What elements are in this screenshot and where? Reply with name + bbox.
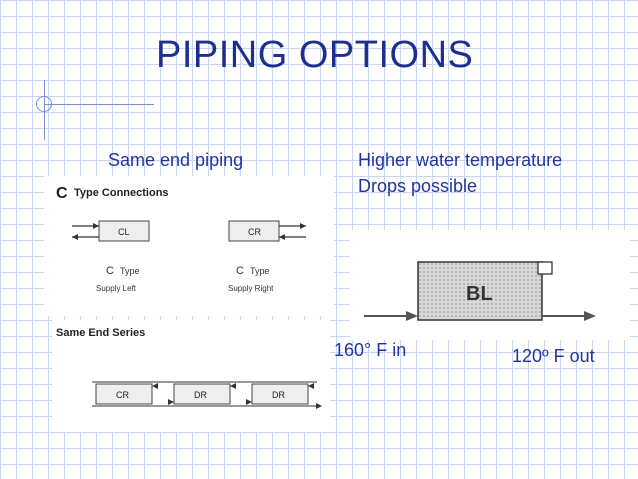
bullet-ring-icon (36, 96, 52, 112)
left-caption: Same end piping (108, 150, 244, 170)
arrow-out-icon (72, 234, 78, 240)
series-box-1 (95, 383, 153, 405)
right-type-letter: C (236, 265, 244, 277)
series-box-2 (173, 383, 231, 405)
arrow-out-icon (300, 223, 306, 229)
title-rule (44, 104, 154, 105)
right-caption-line-1: Higher water temperature (358, 150, 563, 170)
heading-text: Type Connections (74, 187, 169, 199)
bl-figure: BL (350, 230, 630, 340)
heading-letter: C (56, 185, 68, 202)
arrow-out-icon (168, 399, 174, 405)
right-type-text: Type (250, 266, 270, 276)
series-label-3: DR (272, 390, 285, 400)
cl-box (98, 220, 150, 242)
bl-label: BL (466, 283, 493, 305)
arrow-out-icon (246, 399, 252, 405)
arrow-in-icon (406, 311, 418, 321)
slide-title: PIPING OPTIONS (156, 34, 474, 76)
series-heading: Same End Series (56, 327, 145, 339)
right-type-sub: Supply Right (228, 284, 274, 293)
cl-label: CL (118, 227, 130, 237)
arrow-in-icon (93, 223, 99, 229)
cr-box (228, 220, 280, 242)
arrow-out-icon (316, 403, 322, 409)
series-box-3 (251, 383, 309, 405)
c-type-figure: C Type Connections CL CR C Type Supply L… (44, 176, 334, 316)
right-caption-line-2: Drops possible (358, 176, 478, 196)
arrow-in-icon (152, 383, 158, 389)
left-type-text: Type (120, 266, 140, 276)
bl-box-notch (537, 261, 553, 275)
cr-label: CR (248, 227, 261, 237)
temp-out-label: 120º F out (512, 346, 595, 366)
arrow-in-icon (308, 383, 314, 389)
series-label-2: DR (194, 390, 207, 400)
left-type-sub: Supply Left (96, 284, 137, 293)
temp-in-label: 160° F in (334, 340, 407, 360)
arrow-out-icon (584, 311, 596, 321)
bl-box (417, 261, 543, 321)
arrow-in-icon (230, 383, 236, 389)
same-end-series-figure: Same End Series CR DR DR (52, 320, 330, 432)
arrow-in-icon (279, 234, 285, 240)
series-label-1: CR (116, 390, 129, 400)
left-type-letter: C (106, 265, 114, 277)
